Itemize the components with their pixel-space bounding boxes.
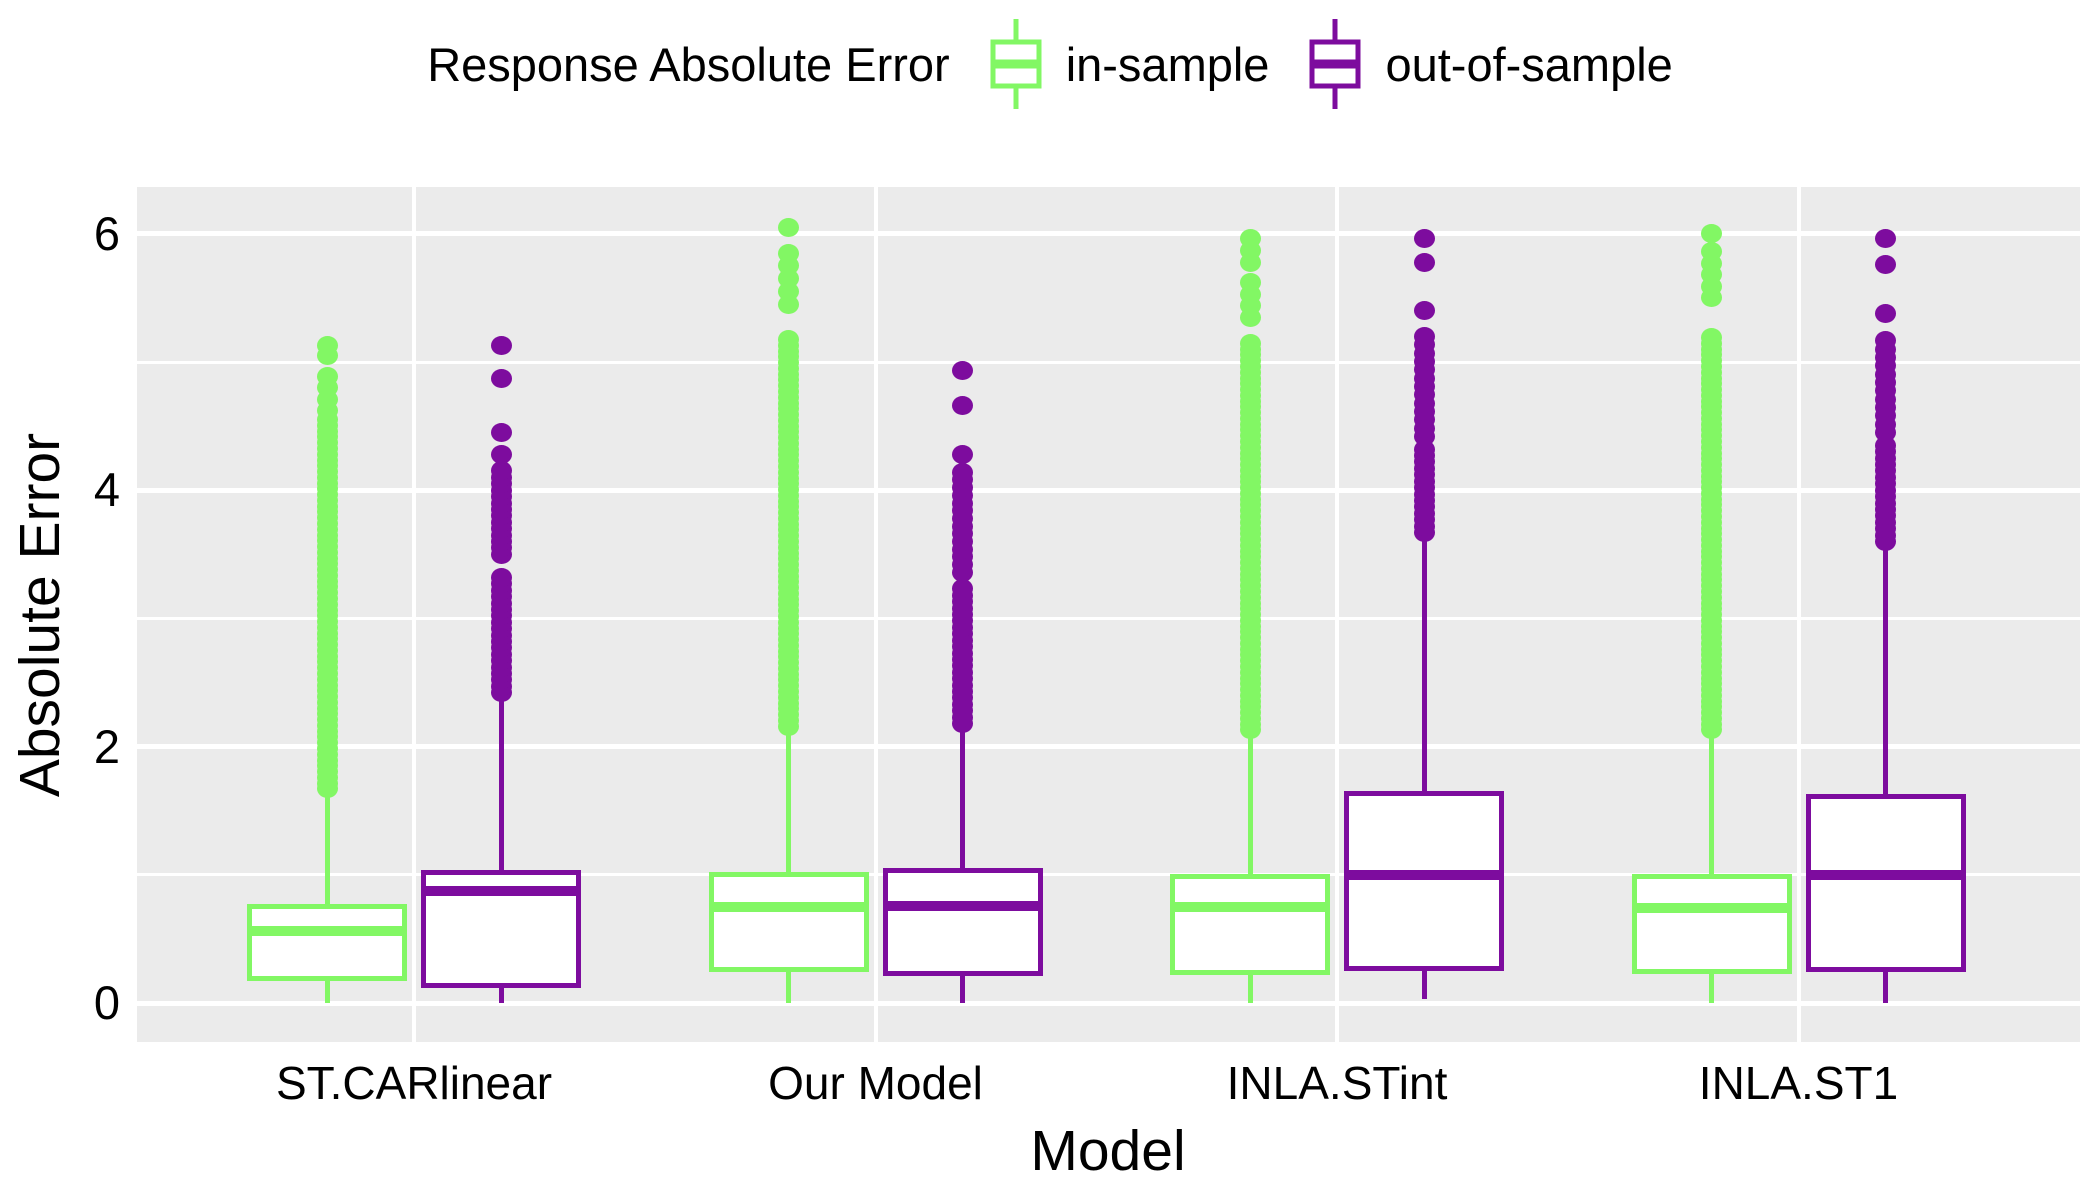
whisker-upper-out-of-sample-0 [498, 699, 504, 870]
outlier-dot [490, 567, 512, 587]
median-out-of-sample-3 [1805, 869, 1966, 880]
outlier-dot [490, 335, 512, 355]
median-in-sample-2 [1170, 901, 1330, 912]
gridline-major-y4 [137, 487, 2080, 493]
outlier-dot [1413, 252, 1435, 272]
gridline-minor-y5 [137, 360, 2080, 364]
whisker-upper-out-of-sample-2 [1421, 536, 1427, 792]
median-in-sample-3 [1631, 903, 1792, 914]
outlier-dot [1701, 224, 1722, 244]
y-tick-label-4: 4 [93, 463, 120, 517]
median-out-of-sample-1 [882, 900, 1043, 911]
x-axis-title: Model [1030, 1119, 1186, 1183]
outlier-dot [490, 423, 512, 442]
whisker-lower-in-sample-1 [786, 972, 791, 1003]
outlier-dot [1875, 331, 1896, 351]
gridline-x-0 [412, 187, 416, 1042]
whisker-upper-in-sample-1 [786, 729, 791, 873]
outlier-dot [1413, 301, 1435, 321]
gridline-x-1 [873, 187, 878, 1042]
median-out-of-sample-0 [421, 886, 581, 897]
outlier-dot [1875, 255, 1896, 275]
legend-label-in-sample: in-sample [1065, 37, 1270, 91]
legend: Response Absolute Error in-sample out-of… [0, 14, 2100, 114]
whisker-lower-out-of-sample-0 [498, 987, 504, 1003]
legend-title: Response Absolute Error [427, 37, 950, 91]
box-in-sample-3 [1631, 873, 1792, 974]
y-axis-title: Absolute Error [8, 432, 73, 797]
whisker-lower-in-sample-0 [324, 981, 330, 1003]
outlier-dot [952, 462, 973, 482]
outlier-dot [316, 366, 338, 386]
median-in-sample-0 [247, 926, 407, 937]
outlier-dot [490, 444, 512, 464]
gridline-major-y0 [137, 1000, 2080, 1006]
whisker-lower-out-of-sample-3 [1883, 972, 1888, 1003]
legend-item-out-of-sample: out-of-sample [1303, 16, 1673, 112]
box-in-sample-1 [708, 872, 869, 973]
outlier-dot [1239, 333, 1261, 353]
whisker-upper-in-sample-2 [1247, 733, 1253, 874]
outlier-dot [490, 369, 512, 389]
x-tick-label-0: ST.CARlinear [275, 1057, 553, 1109]
x-tick-label-1: Our Model [768, 1057, 983, 1109]
outlier-dot [952, 444, 973, 464]
y-tick-label-6: 6 [93, 206, 120, 260]
x-tick-label-2: INLA.STint [1226, 1057, 1448, 1109]
outlier-dot [316, 335, 338, 355]
y-tick-label-2: 2 [93, 719, 120, 773]
x-tick-label-3: INLA.ST1 [1698, 1057, 1899, 1109]
outlier-dot [1875, 303, 1896, 323]
outlier-dot [778, 330, 799, 350]
legend-item-in-sample: in-sample [984, 16, 1270, 112]
box-in-sample-2 [1170, 873, 1330, 975]
whisker-upper-out-of-sample-3 [1883, 546, 1888, 795]
box-out-of-sample-3 [1805, 794, 1966, 973]
gridline-x-2 [1335, 187, 1339, 1042]
outlier-dot [490, 461, 512, 481]
outlier-dot [1701, 242, 1722, 262]
whisker-lower-out-of-sample-2 [1421, 970, 1427, 1000]
whisker-lower-in-sample-3 [1709, 973, 1714, 1003]
whisker-upper-in-sample-3 [1709, 733, 1714, 874]
whisker-lower-in-sample-2 [1247, 974, 1253, 1003]
median-in-sample-1 [708, 901, 869, 912]
box-out-of-sample-1 [882, 868, 1043, 977]
whisker-upper-out-of-sample-1 [960, 727, 965, 869]
outlier-dot [952, 396, 973, 416]
y-tick-label-0: 0 [93, 976, 120, 1029]
box-out-of-sample-2 [1344, 791, 1504, 971]
whisker-upper-in-sample-0 [324, 794, 330, 905]
gridline-major-y2 [137, 744, 2080, 750]
outlier-dot [1239, 273, 1261, 293]
plot-panel [137, 187, 2080, 1042]
median-out-of-sample-2 [1344, 869, 1504, 880]
gridline-major-y6 [137, 231, 2080, 237]
gridline-minor-y1 [137, 873, 2080, 877]
outlier-dot [952, 579, 973, 599]
outlier-dot [1239, 229, 1261, 249]
gridline-minor-y3 [137, 616, 2080, 620]
legend-label-out-of-sample: out-of-sample [1385, 37, 1673, 91]
outlier-dot [952, 361, 973, 381]
outlier-dot [1701, 328, 1722, 348]
whisker-lower-out-of-sample-1 [960, 976, 965, 1003]
outlier-dot [778, 217, 799, 237]
outlier-dot [778, 243, 799, 263]
gridline-x-3 [1796, 187, 1801, 1042]
box-in-sample-0 [247, 904, 407, 982]
boxplot-key-icon-out-of-sample [1309, 19, 1361, 109]
outlier-dot [1413, 326, 1435, 346]
boxplot-key-icon-in-sample [990, 19, 1042, 109]
outlier-dot [1875, 229, 1896, 249]
y-axis-title-area: Absolute Error [0, 187, 80, 1042]
outlier-dot [1413, 229, 1435, 249]
